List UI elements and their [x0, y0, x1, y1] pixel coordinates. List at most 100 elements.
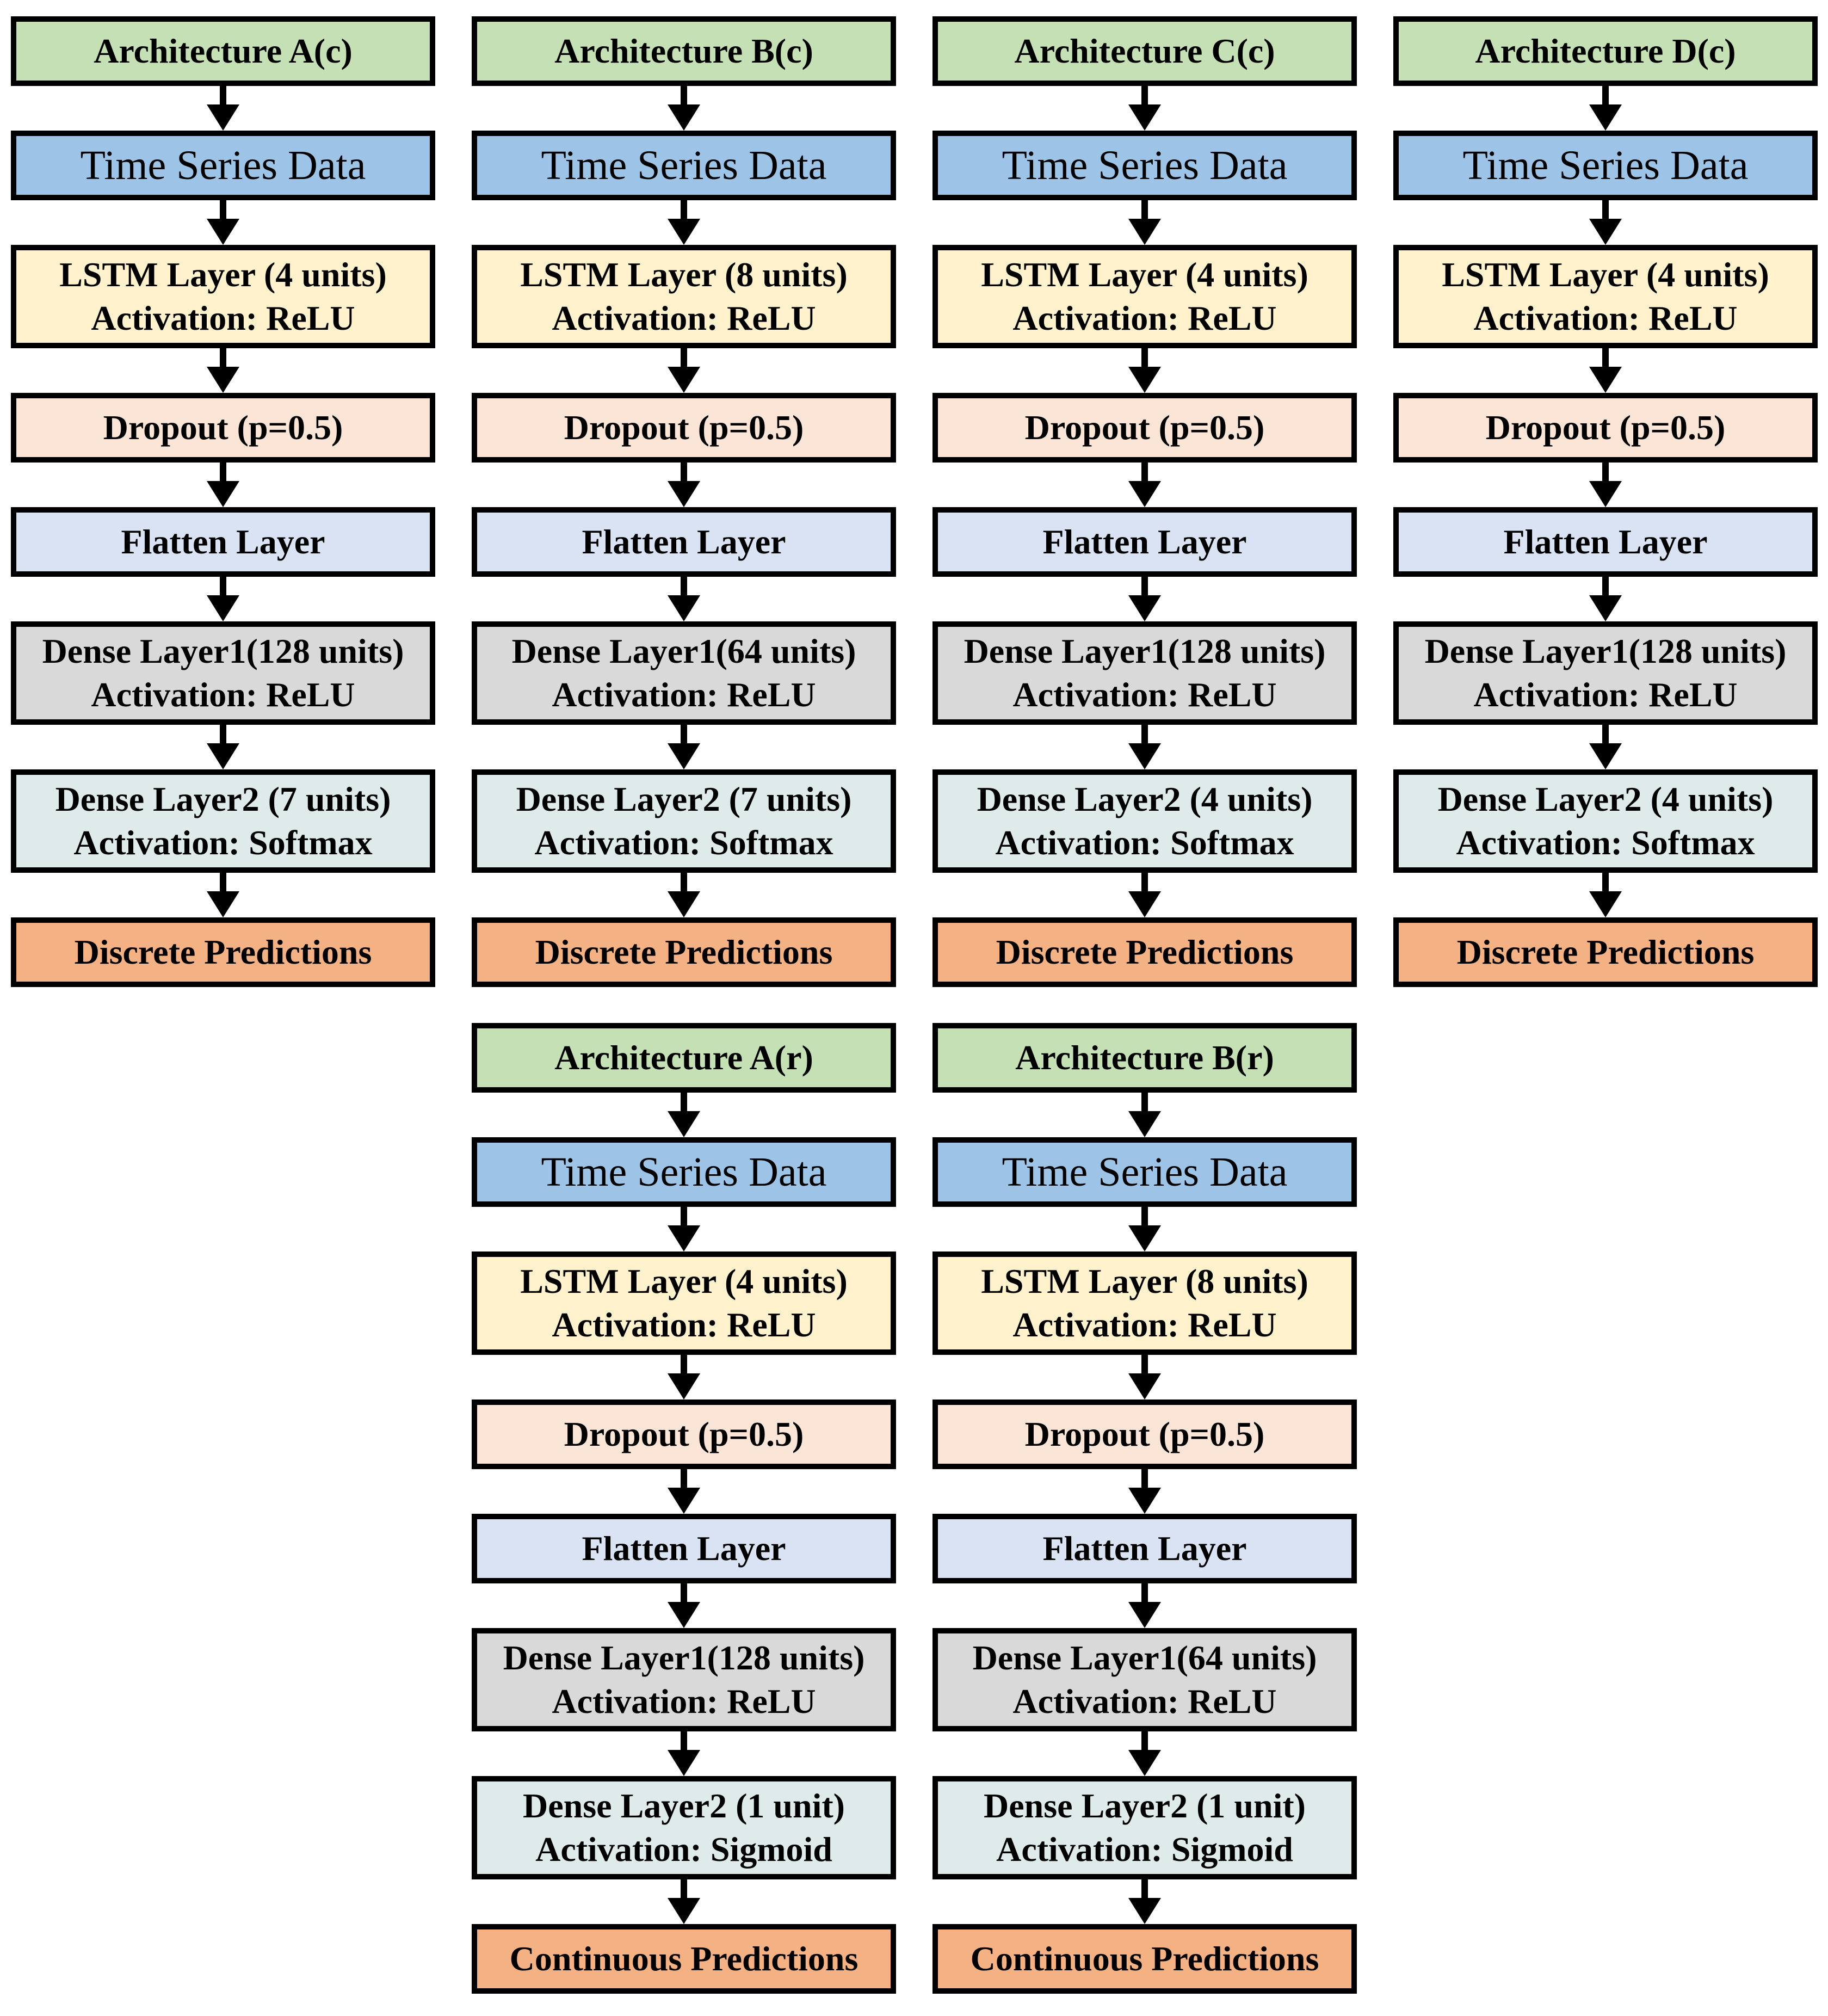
arrow-shaft: [681, 463, 687, 481]
down-arrow-icon: [1589, 348, 1622, 393]
box-text-line: Architecture D(c): [1475, 32, 1736, 70]
box-text-line: Activation: ReLU: [1473, 675, 1738, 714]
box-text-line: Dense Layer2 (7 units): [516, 780, 852, 818]
arrow-shaft: [1141, 1469, 1148, 1488]
arrow-head: [668, 1602, 700, 1628]
box-text-line: Flatten Layer: [1042, 522, 1247, 561]
box-text-line: Dense Layer2 (4 units): [1437, 780, 1774, 818]
box-text-line: Activation: ReLU: [1012, 675, 1277, 714]
arrow-shaft: [1141, 463, 1148, 481]
box-time-series-data: Time Series Data: [472, 131, 896, 200]
box-dense-layer2: Dense Layer2 (7 units) Activation: Softma…: [472, 769, 896, 873]
box-text-line: Architecture A(c): [94, 32, 353, 70]
box-lstm-layer: LSTM Layer (4 units)Activation: ReLU: [932, 245, 1357, 348]
box-dense-layer2: Dense Layer2 (7 units)Activation: Softma…: [11, 769, 435, 873]
box-text-line: Activation: ReLU: [552, 675, 816, 714]
down-arrow-icon: [668, 1093, 700, 1137]
box-text-line: Activation: Sigmoid: [996, 1830, 1293, 1869]
down-arrow-icon: [207, 577, 239, 621]
box-text-line: Dense Layer1(128 units): [503, 1638, 865, 1677]
box-time-series-data: Time Series Data: [1393, 131, 1818, 200]
down-arrow-icon: [207, 200, 239, 245]
box-text-line: Discrete Predictions: [996, 933, 1294, 971]
box-text-line: Activation: Softmax: [1456, 823, 1755, 862]
arrow-head: [207, 481, 239, 507]
box-text-line: LSTM Layer (4 units): [1442, 255, 1769, 294]
box-text-line: Activation: Softmax: [534, 823, 833, 862]
box-text-line: Activation: ReLU: [91, 675, 355, 714]
down-arrow-icon: [1128, 1093, 1161, 1137]
down-arrow-icon: [668, 1879, 700, 1924]
box-predictions: Discrete Predictions: [1393, 917, 1818, 987]
arrow-shaft: [1141, 1093, 1148, 1111]
down-arrow-icon: [1589, 86, 1622, 131]
box-predictions: Discrete Predictions: [472, 917, 896, 987]
arrow-shaft: [1602, 348, 1609, 367]
box-text-line: Flatten Layer: [1503, 522, 1708, 561]
down-arrow-icon: [1589, 463, 1622, 507]
box-dense-layer2: Dense Layer2 (1 unit)Activation: Sigmoid: [472, 1776, 896, 1879]
box-predictions: Discrete Predictions: [11, 917, 435, 987]
arrow-head: [1589, 219, 1622, 245]
arrow-head: [668, 1225, 700, 1251]
arrow-head: [668, 1111, 700, 1137]
down-arrow-icon: [1128, 1207, 1161, 1251]
down-arrow-icon: [1128, 463, 1161, 507]
down-arrow-icon: [1128, 200, 1161, 245]
box-text-line: Architecture B(r): [1015, 1038, 1274, 1077]
box-text-line: Dropout (p=0.5): [1024, 1415, 1265, 1453]
down-arrow-icon: [207, 86, 239, 131]
arrow-head: [668, 1898, 700, 1924]
box-time-series-data: Time Series Data: [932, 1137, 1357, 1207]
arrow-shaft: [1141, 1583, 1148, 1602]
box-text-line: LSTM Layer (4 units): [59, 255, 387, 294]
down-arrow-icon: [668, 348, 700, 393]
down-arrow-icon: [1128, 1731, 1161, 1776]
box-text-line: Dropout (p=0.5): [103, 408, 343, 447]
box-architecture-title: Architecture B(c): [472, 16, 896, 86]
down-arrow-icon: [668, 463, 700, 507]
arrow-shaft: [681, 577, 687, 595]
arrow-head: [1128, 743, 1161, 769]
arrow-shaft: [220, 463, 226, 481]
box-dropout: Dropout (p=0.5): [932, 393, 1357, 463]
arrow-head: [668, 743, 700, 769]
arrow-head: [207, 104, 239, 131]
arrow-head: [1589, 104, 1622, 131]
down-arrow-icon: [668, 873, 700, 917]
box-text-line: Dropout (p=0.5): [1024, 408, 1265, 447]
arrow-head: [1589, 891, 1622, 917]
box-lstm-layer: LSTM Layer (4 units)Activation: ReLU: [472, 1251, 896, 1355]
arrow-shaft: [220, 873, 226, 891]
box-dense-layer2: Dense Layer2 (4 units)Activation: Softma…: [932, 769, 1357, 873]
arrow-shaft: [220, 577, 226, 595]
box-predictions: Continuous Predictions: [932, 1924, 1357, 1994]
box-text-line: Time Series Data: [80, 143, 366, 188]
box-text-line: LSTM Layer (8 units): [981, 1262, 1308, 1300]
box-flatten-layer: Flatten Layer: [932, 507, 1357, 577]
box-dropout: Dropout (p=0.5): [932, 1400, 1357, 1469]
box-dropout: Dropout (p=0.5): [11, 393, 435, 463]
box-time-series-data: Time Series Data: [472, 1137, 896, 1207]
box-time-series-data: Time Series Data: [932, 131, 1357, 200]
box-text-line: Time Series Data: [1002, 143, 1288, 188]
arrow-shaft: [220, 200, 226, 219]
arrow-head: [1589, 595, 1622, 621]
down-arrow-icon: [1589, 873, 1622, 917]
box-text-line: Dense Layer1(128 units): [964, 632, 1326, 670]
down-arrow-icon: [668, 1583, 700, 1628]
arrow-head: [668, 367, 700, 393]
box-lstm-layer: LSTM Layer (4 units)Activation: ReLU: [1393, 245, 1818, 348]
box-text-line: Architecture A(r): [554, 1038, 813, 1077]
down-arrow-icon: [1128, 86, 1161, 131]
box-text-line: LSTM Layer (8 units): [520, 255, 848, 294]
box-text-line: Activation: ReLU: [1012, 299, 1277, 337]
arrow-shaft: [1141, 873, 1148, 891]
arrow-head: [1128, 1602, 1161, 1628]
arrow-shaft: [220, 86, 226, 104]
arrow-head: [1128, 1225, 1161, 1251]
box-text-line: Discrete Predictions: [74, 933, 372, 971]
